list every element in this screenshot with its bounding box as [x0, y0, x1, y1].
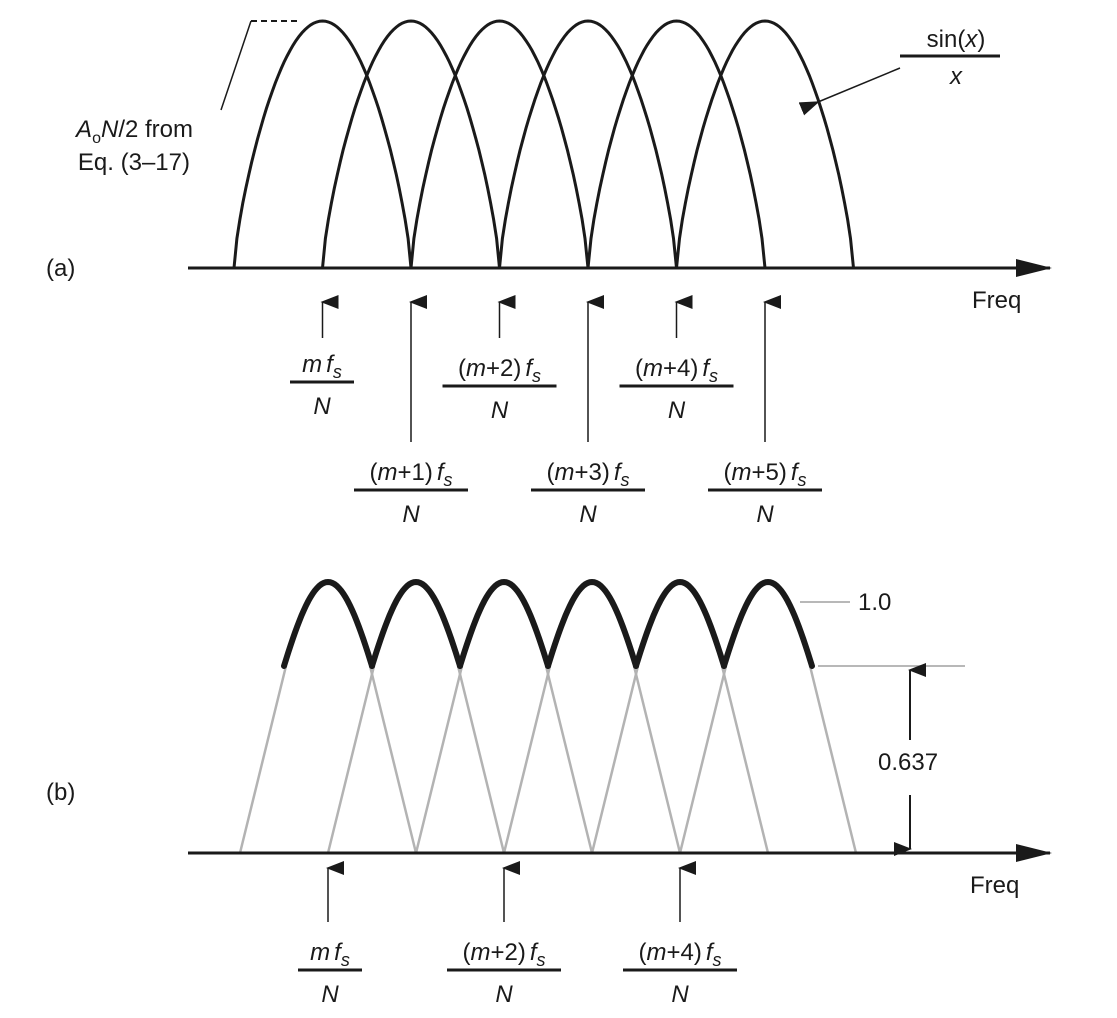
- scallop-2: [369, 578, 463, 669]
- sinc-lobes: [232, 19, 855, 269]
- amplitude-note: AoN/2 from Eq. (3–17): [74, 20, 300, 176]
- bin-label-a-4-numerator: (m+4)fs: [635, 355, 718, 386]
- bin-label-a-4: (m+4)fsN: [619, 355, 734, 424]
- bin-label-b-1-numerator: (m+2)fs: [462, 939, 545, 970]
- bin-label-b-2: (m+4)fsN: [623, 939, 737, 1008]
- bin-label-a-5-denominator: N: [756, 501, 774, 528]
- rolloff-line-4: [502, 665, 682, 854]
- amplitude-note-line1: AoN/2 from: [74, 116, 193, 147]
- sinc-denominator: x: [949, 63, 963, 90]
- scallop-3: [457, 578, 551, 669]
- sinc-lobe-3: [409, 19, 590, 269]
- sinc-lobe-1: [232, 19, 413, 269]
- bin-label-b-1: (m+2)fsN: [447, 939, 561, 1008]
- bin-label-b-2-denominator: N: [671, 981, 689, 1008]
- sinc-lobe-6: [675, 19, 855, 269]
- bin-label-a-2-numerator: (m+2)fs: [458, 355, 541, 386]
- scalloped-response: [238, 578, 858, 854]
- bin-label-a-3-numerator: (m+3)fs: [546, 459, 629, 490]
- rolloff-line-6: [678, 665, 858, 854]
- bin-label-a-3: (m+3)fsN: [531, 459, 645, 528]
- sinc-numerator: sin(x): [927, 26, 986, 53]
- amplitude-note-line2: Eq. (3–17): [78, 149, 190, 176]
- amplitude-leader: [220, 20, 252, 111]
- bin-label-a-5-numerator: (m+5)fs: [723, 459, 806, 490]
- bin-label-a-2: (m+2)fsN: [442, 355, 557, 424]
- scallop-4: [545, 578, 639, 669]
- scallop-6: [721, 578, 815, 669]
- bin-label-b-2-numerator: (m+4)fs: [638, 939, 721, 970]
- bin-label-a-1: (m+1)fsN: [354, 459, 468, 528]
- bin-label-b-0-denominator: N: [321, 981, 339, 1008]
- rolloff-line-1: [238, 665, 418, 854]
- sinc-label: sin(x) x: [798, 26, 1000, 116]
- panel-a-label: (a): [46, 255, 75, 282]
- crossover-value-label: 0.637: [878, 749, 938, 776]
- sinc-pointer-arrow: [798, 67, 901, 116]
- sinc-lobe-2: [321, 19, 501, 269]
- freq-axis-label-a: Freq: [972, 287, 1021, 314]
- freq-axis-label-b: Freq: [970, 872, 1019, 899]
- sinc-lobe-5: [586, 19, 767, 269]
- bin-label-a-2-denominator: N: [491, 397, 509, 424]
- sinc-lobe-4: [498, 19, 678, 269]
- panel-b-label: (b): [46, 779, 75, 806]
- bin-label-a-0-denominator: N: [313, 393, 331, 420]
- rolloff-line-3: [414, 665, 594, 854]
- bin-label-a-5: (m+5)fsN: [708, 459, 822, 528]
- peak-value-label: 1.0: [858, 589, 891, 616]
- rolloff-line-5: [590, 665, 770, 854]
- bin-label-a-4-denominator: N: [668, 397, 686, 424]
- rolloff-line-2: [326, 665, 506, 854]
- scallop-1: [281, 578, 375, 669]
- bin-label-a-1-numerator: (m+1)fs: [369, 459, 452, 490]
- bin-label-b-1-denominator: N: [495, 981, 513, 1008]
- panel-a: (a) Freq AoN/2 from Eq. (3–17) sin(x) x …: [46, 19, 1052, 528]
- bin-label-a-3-denominator: N: [579, 501, 597, 528]
- scallop-5: [633, 578, 727, 669]
- bin-label-a-1-denominator: N: [402, 501, 420, 528]
